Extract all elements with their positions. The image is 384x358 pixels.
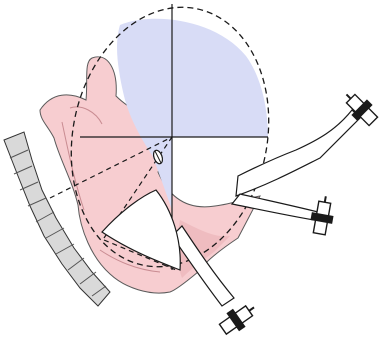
surgical-port-icon <box>308 194 336 235</box>
